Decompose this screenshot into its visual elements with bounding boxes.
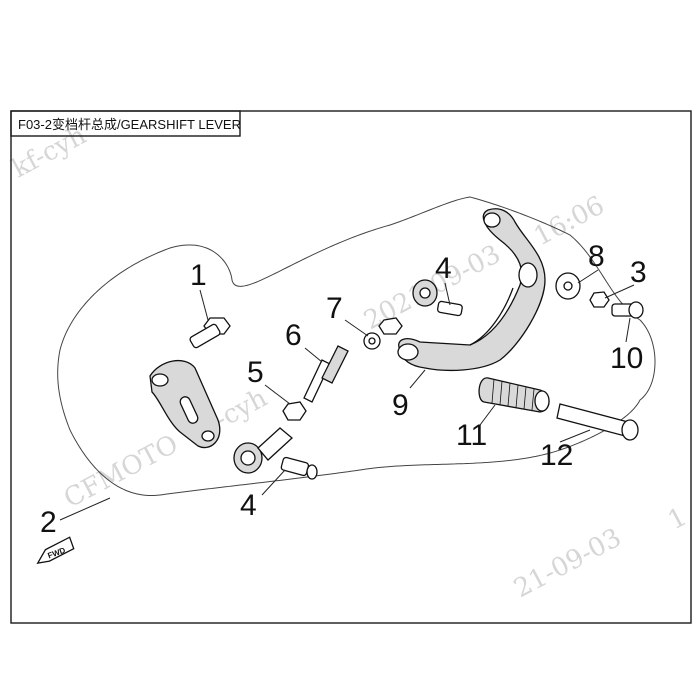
leader-lines	[59, 269, 635, 521]
watermark-brand: CFMOTO	[59, 429, 183, 514]
watermark-edge-bottom: 1	[663, 502, 692, 536]
fwd-arrow-icon: FWD	[36, 536, 75, 565]
drawing-frame	[10, 110, 692, 624]
part-7-nut	[363, 332, 381, 350]
part-4-rod-end-upper	[412, 279, 463, 317]
part-12-footpeg-shaft	[556, 403, 639, 441]
callout-5: 5	[247, 356, 264, 389]
part-9-gearshift-lever	[397, 208, 546, 372]
assembly-outline	[57, 196, 656, 497]
callout-12: 12	[540, 439, 573, 472]
watermark-date-bottom: 21-09-03	[509, 523, 626, 604]
callout-3: 3	[630, 256, 647, 289]
callout-7: 7	[326, 292, 343, 325]
part-8-washer	[555, 272, 581, 300]
callout-4-lower: 4	[240, 489, 257, 522]
callout-4-upper: 4	[435, 252, 452, 285]
callout-9: 9	[392, 389, 409, 422]
part-5-nut	[282, 401, 307, 421]
callout-6: 6	[285, 319, 302, 352]
callout-10: 10	[610, 342, 643, 375]
lower-bolt	[280, 456, 318, 480]
callout-11: 11	[456, 419, 487, 452]
callout-8: 8	[588, 240, 605, 273]
shift-arm-bracket	[149, 359, 221, 449]
callouts: 1 2 3 4 4 5 6 7 8 9 10 11 12	[40, 240, 647, 539]
part-6-rod	[303, 345, 349, 403]
callout-1: 1	[190, 259, 207, 292]
part-11-footpeg-rubber	[478, 377, 550, 413]
watermark-layer: kf-cyh 16:06 2021-09-03 CFMOTO cf-cyh 21…	[7, 120, 692, 604]
part-10-bolt	[611, 301, 644, 319]
page-title: F03-2变档杆总成/GEARSHIFT LEVER	[18, 117, 241, 132]
title-box	[10, 110, 241, 137]
callout-2: 2	[40, 506, 57, 539]
part-1-bolt	[189, 317, 231, 349]
upper-nut	[378, 317, 403, 335]
part-4-rod-end-lower	[233, 427, 293, 474]
part-3-nut	[589, 291, 610, 308]
